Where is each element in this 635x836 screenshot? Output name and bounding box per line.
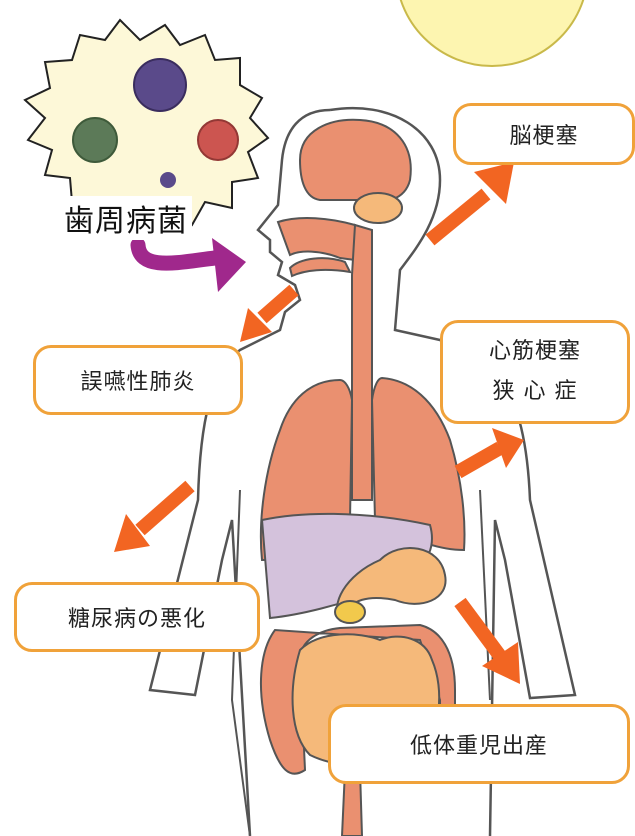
- stroke-box: 脳梗塞: [453, 103, 635, 165]
- diabetes-box: 糖尿病の悪化: [14, 582, 260, 652]
- low-birth-weight-box: 低体重児出産: [328, 704, 630, 784]
- stroke-label: 脳梗塞: [509, 118, 578, 150]
- green-germ-icon: [73, 118, 117, 162]
- red-germ-icon: [198, 120, 238, 160]
- purple-germ-icon: [134, 59, 186, 111]
- heart-disease-box: 心筋梗塞 狭 心 症: [440, 320, 630, 424]
- tongue: [290, 258, 350, 276]
- low-birth-weight-label: 低体重児出産: [410, 728, 548, 760]
- arrow-to-pneumonia: [240, 290, 294, 342]
- yellow-circle: [396, 0, 588, 66]
- arrow-to-diabetes: [114, 486, 190, 552]
- arrow-to-stroke: [430, 162, 514, 240]
- brain: [300, 120, 411, 202]
- periodontal-bacteria-label: 歯周病菌: [60, 196, 192, 240]
- diabetes-label: 糖尿病の悪化: [68, 601, 206, 633]
- small-germ-icon: [160, 172, 176, 188]
- arrow-to-heart: [458, 428, 524, 472]
- myocardial-infarction-label: 心筋梗塞: [489, 332, 581, 372]
- cerebellum: [354, 193, 402, 223]
- angina-label: 狭 心 症: [493, 372, 578, 412]
- germ-to-mouth-arrowhead: [212, 238, 246, 292]
- aspiration-pneumonia-label: 誤嚥性肺炎: [80, 364, 195, 396]
- esophagus: [352, 225, 372, 500]
- germ-to-mouth-arrow: [138, 245, 215, 263]
- aspiration-pneumonia-box: 誤嚥性肺炎: [33, 345, 243, 415]
- gallbladder: [335, 601, 365, 623]
- arrow-to-birth: [460, 602, 520, 684]
- nasal-cavity: [278, 218, 355, 260]
